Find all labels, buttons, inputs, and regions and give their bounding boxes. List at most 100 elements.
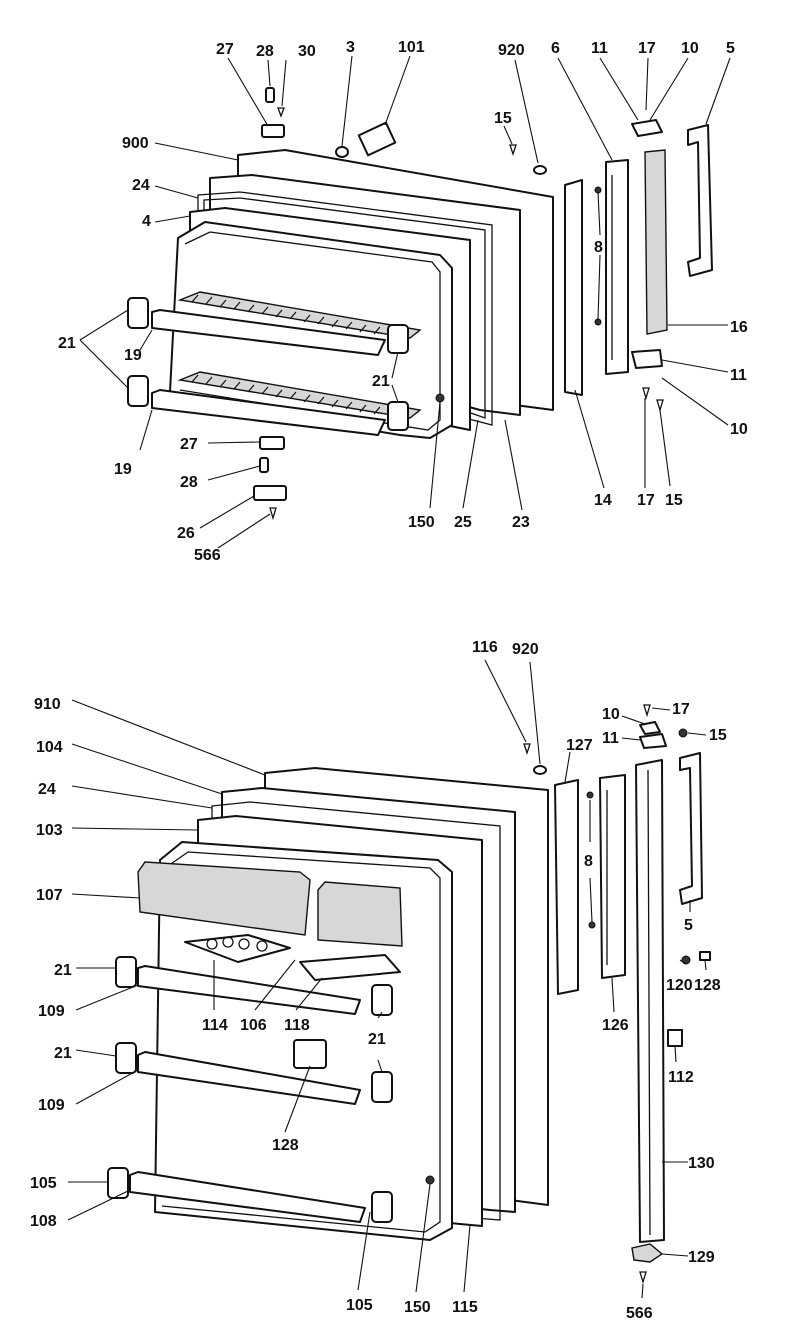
callout-126: 126 [602, 1017, 629, 1034]
callout-103: 103 [36, 822, 63, 839]
butter-cover [317, 881, 403, 947]
pin-28b [259, 457, 269, 473]
hinge-cap-129 [631, 1243, 664, 1263]
screw-120 [681, 955, 691, 965]
upper-door-assembly [127, 87, 713, 521]
callout-127: 127 [566, 737, 593, 754]
screw-150a [435, 393, 445, 403]
callout-566-bottom: 566 [626, 1305, 653, 1322]
trim-130 [635, 759, 665, 1243]
screw-8c [586, 791, 594, 799]
pin-28 [265, 87, 275, 103]
callout-19-lower: 19 [114, 461, 132, 478]
callout-21-d: 21 [368, 1031, 386, 1048]
callout-25: 25 [454, 514, 472, 531]
handle-5 [687, 124, 713, 277]
plug-128c [699, 951, 711, 961]
callout-30: 30 [298, 43, 316, 60]
callout-27-top: 27 [216, 41, 234, 58]
callout-4: 4 [142, 213, 151, 230]
end-cap-right-1 [371, 984, 393, 1016]
shelf-ribs-lower [191, 374, 381, 415]
callout-21-c: 21 [54, 962, 72, 979]
shelf-bar-upper [151, 309, 386, 356]
hinge-11a [631, 119, 663, 137]
nameplate-101 [357, 121, 397, 157]
callout-21-e: 21 [54, 1045, 72, 1062]
screw-15c [678, 728, 688, 738]
callout-5-bottom: 5 [684, 917, 693, 934]
shelf-bar-109-upper [137, 965, 361, 1015]
callout-130: 130 [688, 1155, 715, 1172]
callout-105-left: 105 [30, 1175, 57, 1192]
screw-15b [656, 399, 664, 413]
screw-566b [639, 1271, 647, 1285]
callout-118: 118 [284, 1017, 310, 1034]
upper-labels: 27 28 30 3 101 920 6 11 17 10 5 15 900 2… [58, 39, 748, 564]
callout-10-top: 10 [681, 40, 699, 57]
callout-15-top: 15 [494, 110, 512, 127]
lower-labels: 116 920 910 104 24 103 127 10 17 11 15 1… [30, 639, 727, 1322]
screw-566a [269, 507, 277, 521]
callout-3: 3 [346, 39, 355, 56]
callout-6: 6 [551, 40, 560, 57]
callout-16: 16 [730, 319, 748, 336]
upper-leaders [79, 55, 731, 549]
hinge-11-lower [639, 733, 667, 749]
callout-15-bottom: 15 [709, 727, 727, 744]
end-cap-right-3 [371, 1191, 393, 1223]
screw-15a [509, 144, 517, 157]
shim-10-lower [639, 721, 661, 735]
tray-118 [299, 954, 401, 981]
end-cap-right-2 [371, 1071, 393, 1103]
callout-920-top: 920 [498, 42, 525, 59]
callout-106: 106 [240, 1017, 267, 1034]
trim-strip-14 [564, 179, 583, 396]
callout-920-bottom: 920 [512, 641, 539, 658]
callout-19-upper: 19 [124, 347, 142, 364]
end-cap-21c [115, 956, 137, 988]
callout-128-center: 128 [272, 1137, 299, 1154]
callout-17-bottom: 17 [672, 701, 690, 718]
callout-11-top: 11 [591, 40, 608, 57]
callout-28-bottom: 28 [180, 474, 198, 491]
callout-107: 107 [36, 887, 63, 904]
end-cap-left-lower [127, 375, 149, 407]
callout-24-bottom: 24 [38, 781, 56, 798]
lower-door-assembly [107, 704, 711, 1285]
callout-566-top: 566 [194, 547, 221, 564]
screw-116 [523, 743, 531, 756]
callout-23: 23 [512, 514, 530, 531]
callout-24-top: 24 [132, 177, 150, 194]
dairy-cover-107 [137, 861, 311, 936]
hinge-plate-26 [253, 485, 287, 501]
callout-150-top: 150 [408, 514, 435, 531]
callout-5-top: 5 [726, 40, 735, 57]
callout-11-bottom: 11 [602, 730, 619, 747]
callout-8-top: 8 [594, 239, 603, 256]
plug-3 [335, 146, 349, 158]
handle-5-lower [679, 752, 703, 905]
callout-10-mid: 10 [730, 421, 748, 438]
callout-28-top: 28 [256, 43, 274, 60]
plug-920a [533, 165, 547, 175]
trim-16 [644, 149, 668, 335]
plug-112 [667, 1029, 683, 1047]
shelf-bar-109-lower [137, 1051, 361, 1105]
lower-leaders [67, 659, 707, 1299]
callout-101: 101 [398, 39, 425, 56]
door-liner-inner-lower [161, 851, 441, 1233]
callout-27-bottom: 27 [180, 436, 198, 453]
trim-strip-127 [554, 779, 579, 995]
shelf-bar-lower [151, 389, 386, 436]
screw-17c [643, 704, 651, 718]
screw-17b [642, 387, 650, 401]
callout-17-mid: 17 [637, 492, 655, 509]
callout-11-mid: 11 [730, 367, 747, 384]
end-cap-right-lower [387, 401, 409, 431]
end-cap-105a [107, 1167, 129, 1199]
end-cap-right-upper [387, 324, 409, 354]
callout-150-bottom: 150 [404, 1299, 431, 1316]
callout-108: 108 [30, 1213, 57, 1230]
end-cap-21e [115, 1042, 137, 1074]
